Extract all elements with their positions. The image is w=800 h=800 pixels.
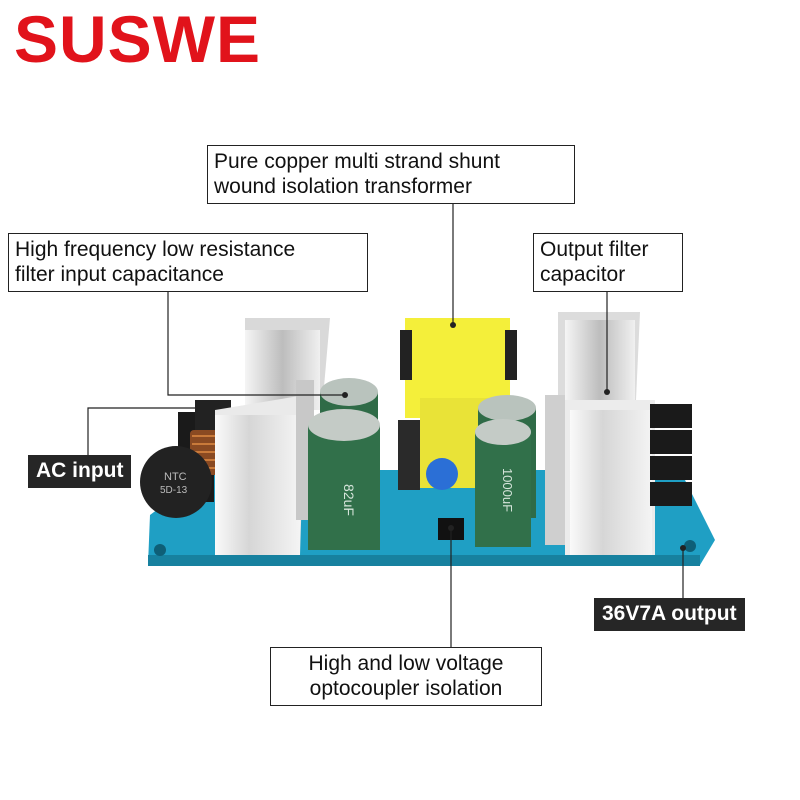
ntc-thermistor (140, 446, 212, 518)
callout-optocoupler: High and low voltage optocoupler isolati… (270, 647, 542, 706)
cap-1000uf-label: 1000uF (500, 468, 515, 512)
y-capacitor (426, 458, 458, 490)
callout-output-cap-line2: capacitor (540, 263, 626, 286)
callout-transformer-line2: wound isolation transformer (214, 175, 472, 198)
tag-output: 36V7A output (594, 598, 745, 631)
callout-input-cap-line1: High frequency low resistance (15, 238, 296, 261)
callout-optocoupler-line1: High and low voltage (308, 652, 504, 675)
callout-optocoupler-line2: optocoupler isolation (309, 677, 503, 700)
callout-output-cap-line1: Output filter (540, 238, 649, 261)
output-terminal-block (650, 404, 692, 506)
leader-input-cap (167, 288, 345, 396)
leader-ac-input (87, 407, 200, 455)
callout-input-cap-line2: filter input capacitance (15, 263, 224, 286)
output-capacitor-front: 1000uF (475, 419, 531, 547)
tag-ac-input: AC input (28, 455, 132, 488)
left-heatsink (215, 318, 330, 555)
input-capacitor-front: 82uF (308, 409, 380, 550)
cap-82uf-label: 82uF (341, 484, 357, 516)
right-heatsink (545, 312, 655, 555)
callout-transformer: Pure copper multi strand shunt wound iso… (207, 145, 575, 204)
callout-input-capacitance: High frequency low resistance filter inp… (8, 233, 368, 292)
brand-logo: SUSWE (14, 2, 262, 76)
ntc-label: NTC (164, 471, 187, 483)
callout-transformer-line1: Pure copper multi strand shunt (214, 150, 500, 173)
callout-output-capacitor: Output filter capacitor (533, 233, 683, 292)
ntc-label-2: 5D-13 (160, 485, 188, 496)
